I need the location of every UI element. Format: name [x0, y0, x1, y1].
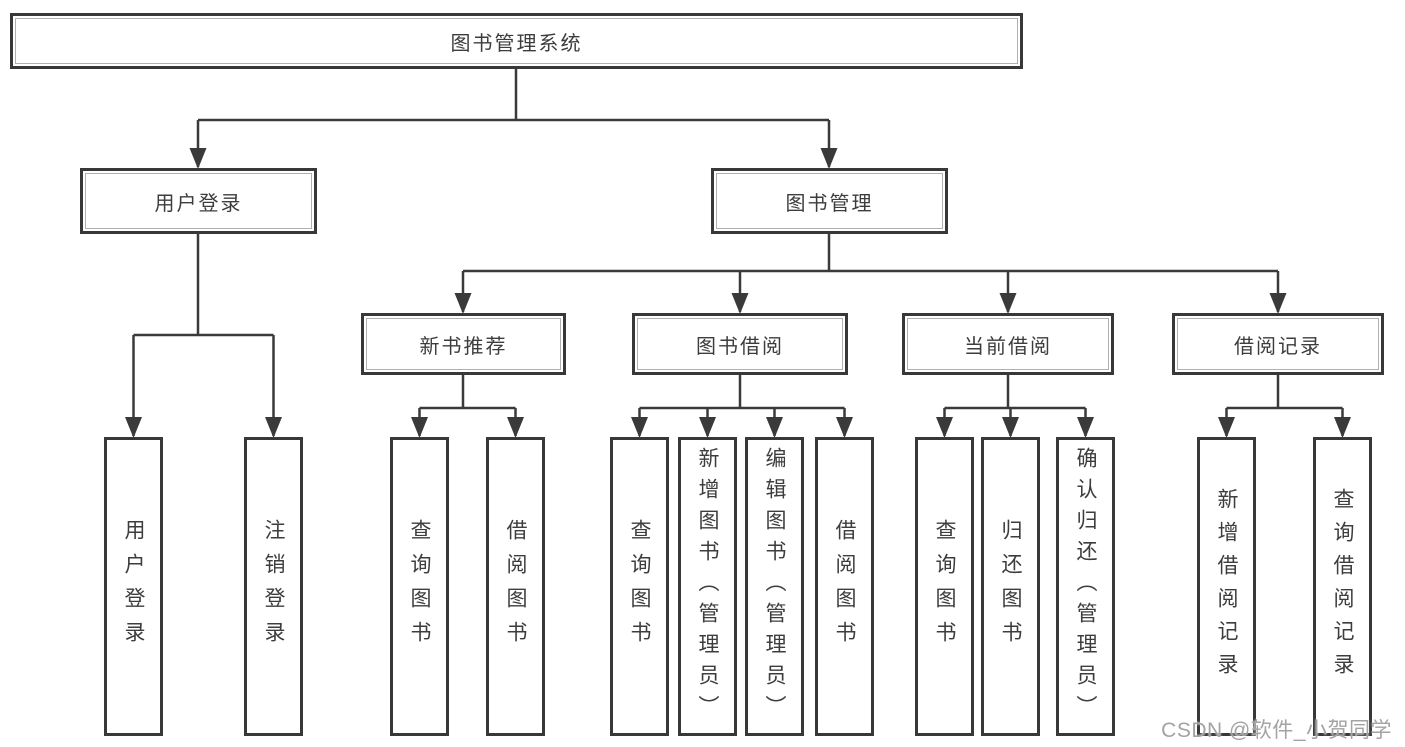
leaf-confirm-return-admin: 确认归还（管理员） — [1056, 437, 1115, 736]
connector-current-borrowing — [936, 375, 1094, 438]
leaf-add-borrow-record: 新增借阅记录 — [1197, 437, 1256, 736]
leaf-logout-login: 注销登录 — [244, 437, 303, 736]
leaf-borrow-book-recommend: 借阅图书 — [486, 437, 545, 736]
leaf-query-book-current: 查询图书 — [915, 437, 974, 736]
leaf-return-book: 归还图书 — [981, 437, 1040, 736]
connector-new-book-recommend — [411, 375, 524, 438]
node-current-borrowing: 当前借阅 — [902, 313, 1114, 375]
connector-borrow-records — [1218, 375, 1351, 438]
connector-book-borrowing — [631, 375, 853, 438]
node-new-book-recommend: 新书推荐 — [361, 313, 566, 375]
node-book-management: 图书管理 — [711, 168, 948, 234]
leaf-add-book-admin: 新增图书（管理员） — [678, 437, 737, 736]
connector-book-management — [454, 234, 1287, 314]
leaf-borrow-book-borrowing: 借阅图书 — [815, 437, 874, 736]
leaf-user-login: 用户登录 — [104, 437, 163, 736]
node-user-login: 用户登录 — [80, 168, 317, 234]
leaf-query-borrow-record: 查询借阅记录 — [1313, 437, 1372, 736]
watermark-text: CSDN @软件_小贺同学 — [1161, 719, 1392, 742]
node-book-borrowing: 图书借阅 — [632, 313, 848, 375]
node-root-system: 图书管理系统 — [10, 13, 1023, 69]
connector-root — [189, 69, 838, 169]
leaf-query-book-recommend: 查询图书 — [390, 437, 449, 736]
connector-user-login — [125, 234, 282, 438]
leaf-query-book-borrowing: 查询图书 — [610, 437, 669, 736]
leaf-edit-book-admin: 编辑图书（管理员） — [745, 437, 804, 736]
node-borrow-records: 借阅记录 — [1172, 313, 1384, 375]
